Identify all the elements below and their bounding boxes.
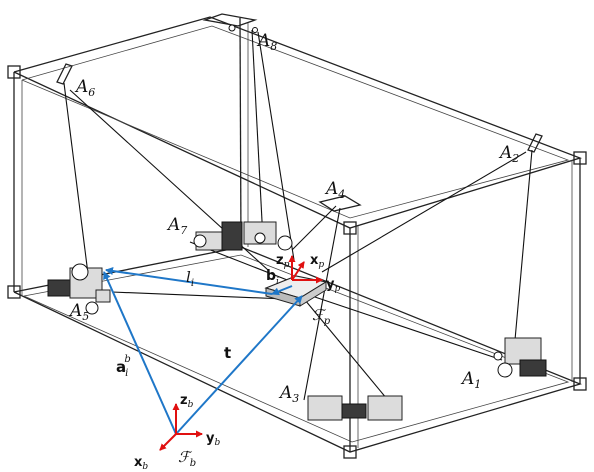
anchor-label-a1: A1 [460,369,481,391]
frame-labels: zb yb xb ℱb zp yp xp ℱp [134,253,340,472]
winch-a7 [193,221,293,251]
motor-housing [367,395,403,421]
frame-structure [7,13,587,459]
anchor-label-a4: A4 [324,179,345,201]
pulley [71,263,89,281]
anchor-label-a2: A2 [498,143,519,165]
axis-xb [159,433,177,451]
cable [321,151,527,273]
pulley-a8b [252,27,258,33]
motor-body [519,359,547,377]
cable [63,82,89,275]
cable [514,149,533,341]
motor-body [47,279,71,297]
cable [299,291,503,361]
platform-frame-axes [288,255,323,284]
cable [251,29,264,241]
label-l-i: li [186,268,194,289]
vector-a-i-b [103,271,177,435]
label-t: t [224,344,231,362]
frame-top-outer [13,16,583,229]
cable [303,207,341,401]
corner-block [573,377,587,391]
label-yp: yp [326,277,340,294]
corner-block [343,445,357,459]
vector-b-i [271,285,293,296]
pulley [193,234,207,248]
label-a-i-b: aib [116,354,131,379]
label-zb: zb [180,393,194,410]
bracket-a6 [56,63,73,85]
corner-block [7,285,21,299]
anchor-label-a6: A6 [74,77,95,99]
vector-t [175,295,303,435]
frame-bottom-inner [23,254,570,443]
base-frame-axes [159,403,203,451]
bracket-a4 [318,195,362,212]
winch-a1 [493,337,547,378]
pulley [254,232,266,244]
anchor-label-a5: A5 [68,301,89,323]
corner-block [573,151,587,165]
pulley [497,362,513,378]
label-frame-platform: ℱp [312,306,331,327]
winch-a3 [307,395,403,421]
anchor-label-a3: A3 [278,383,299,405]
label-yb: yb [206,431,220,448]
label-xp: xp [310,253,324,270]
vector-l-i [105,267,273,295]
winch-a5 [47,263,111,315]
anchor-label-a7: A7 [166,215,187,237]
pulley [277,235,293,251]
axis-xp [291,261,305,281]
pulley-a8 [228,24,236,32]
label-zp: zp [276,253,290,270]
label-xb: xb [134,455,148,472]
bracket-a8 [202,13,258,27]
corner-block [7,65,21,79]
cable [291,205,337,251]
motor-body [341,403,367,419]
post-back-outer [239,17,242,248]
cable [257,31,295,261]
motor-bracket [95,289,111,303]
label-b-i: bi [266,268,279,287]
vector-labels: t aib li bi [116,268,279,379]
pulley [493,351,503,361]
anchor-labels: A1 A2 A3 A4 A5 A6 A7 A8 [68,31,519,405]
motor-body [221,221,243,251]
pulley [85,301,99,315]
corner-block [343,221,357,235]
motor-housing [307,395,343,421]
anchor-label-a8: A8 [256,31,277,53]
label-frame-base: ℱb [178,448,196,469]
cable [304,299,393,406]
vectors [103,267,303,435]
